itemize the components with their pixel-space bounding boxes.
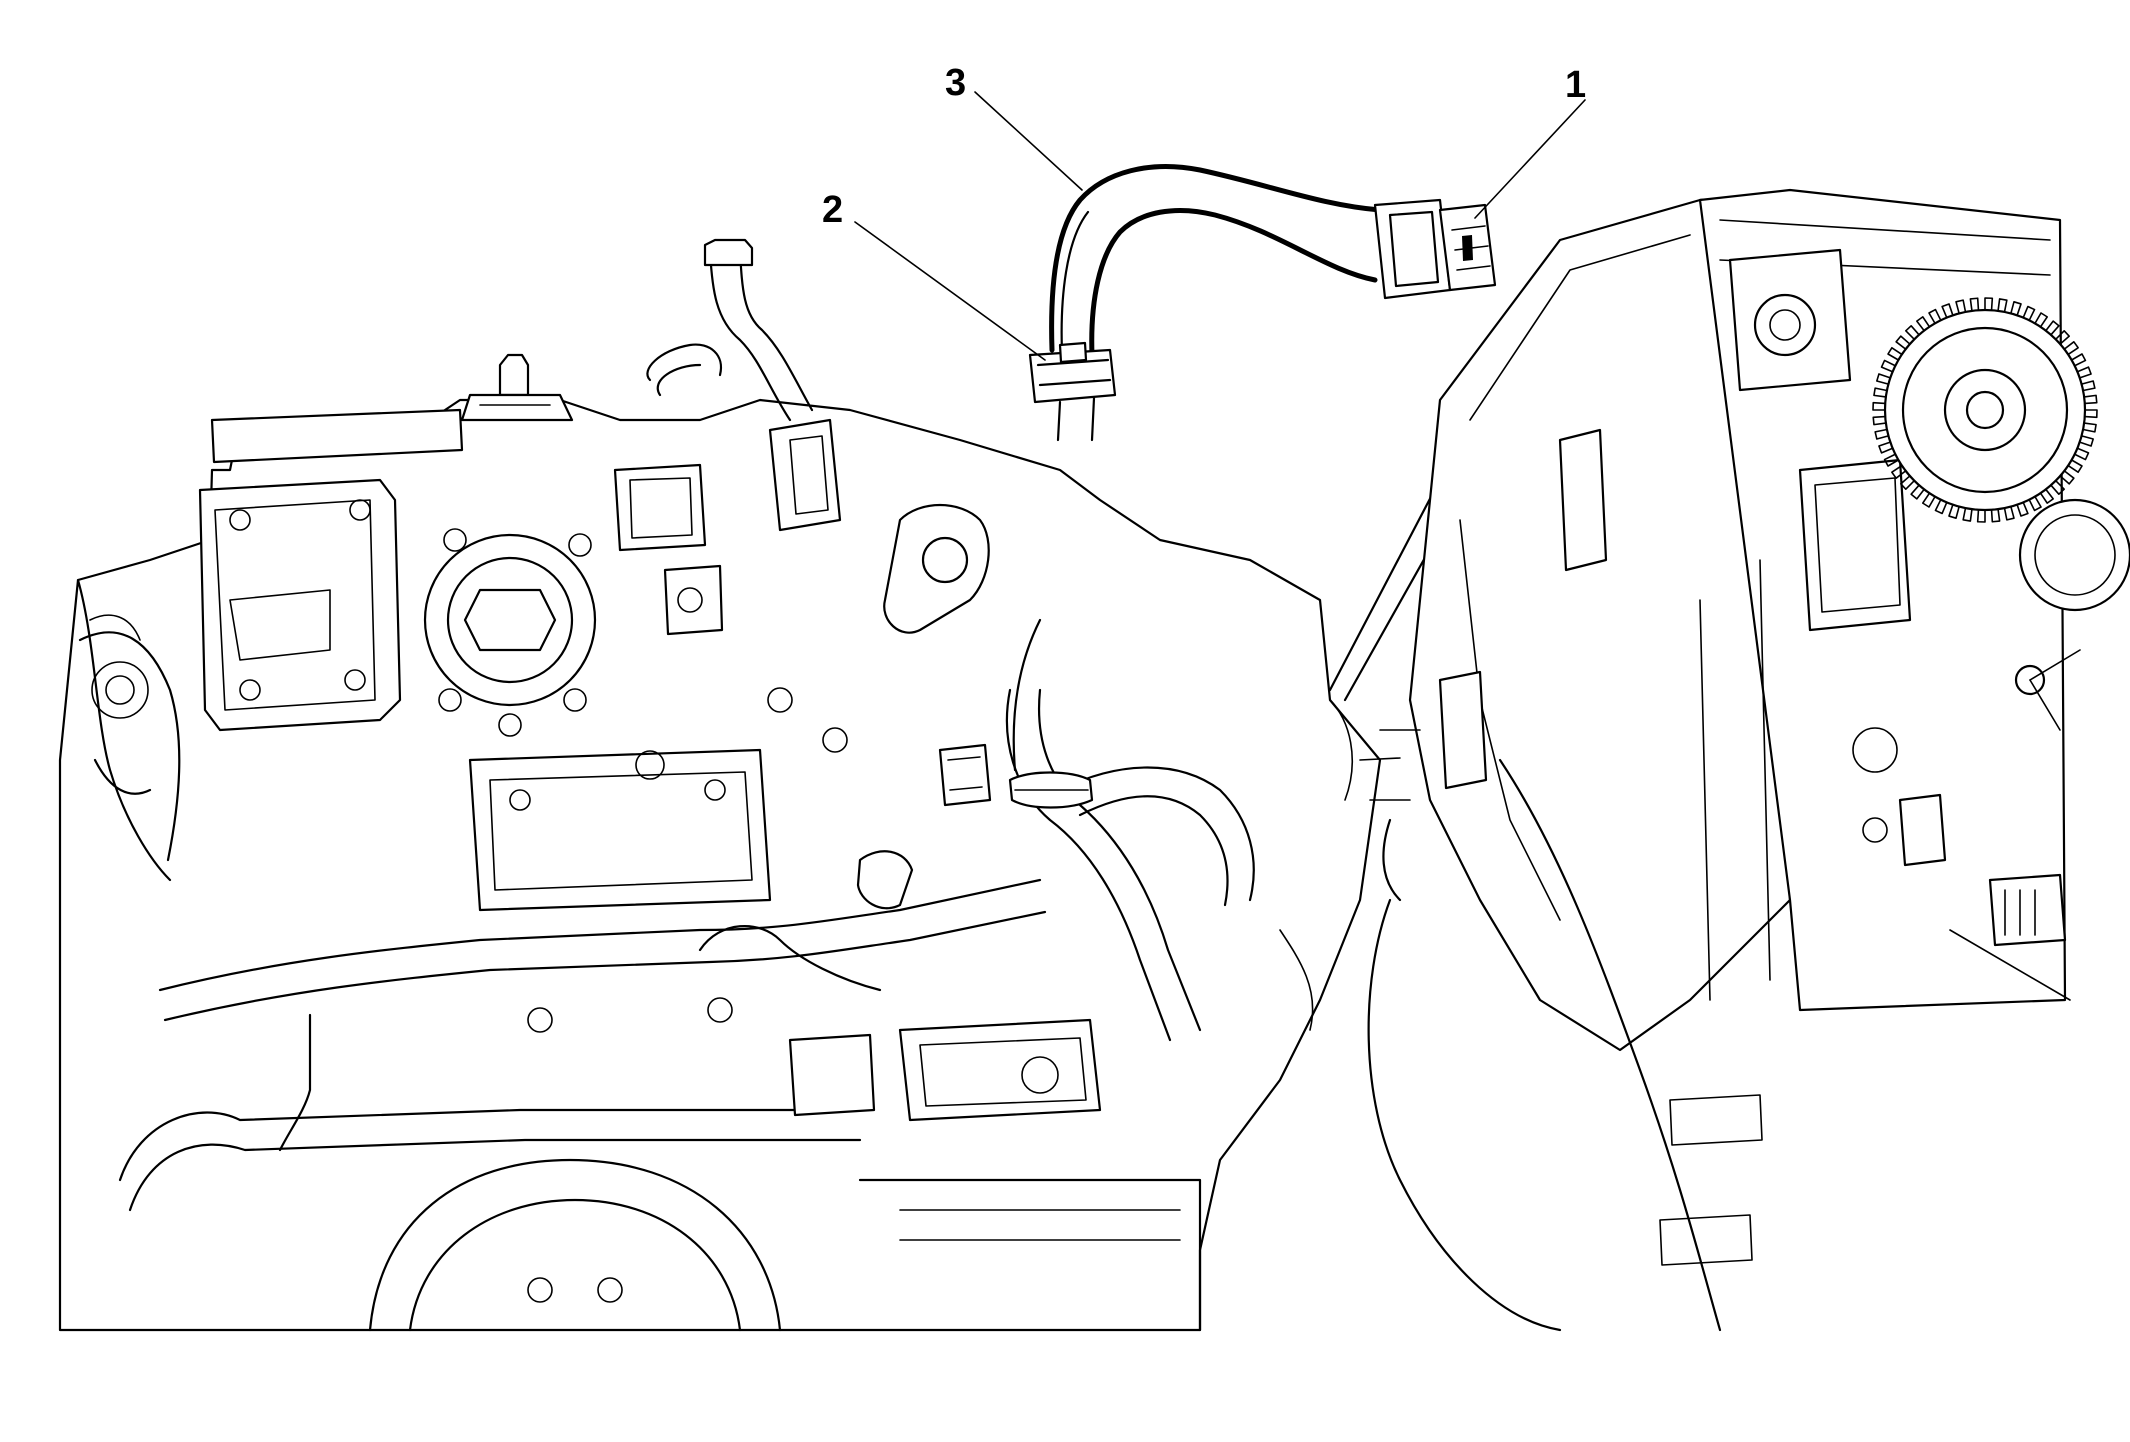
gear-tooth	[2073, 447, 2090, 461]
gear-tooth	[1887, 346, 1903, 361]
gear-tooth	[1948, 503, 1960, 519]
gear-tooth	[1905, 324, 1920, 341]
gear-tooth	[1891, 464, 1907, 479]
gear-tooth	[2083, 409, 2098, 419]
gear-tooth	[1872, 415, 1887, 426]
gear-tooth	[2039, 488, 2054, 504]
engine-assembly	[58, 238, 1382, 1332]
gear-tooth	[1955, 299, 1967, 315]
gear-tooth	[1969, 297, 1980, 312]
gear-tooth	[2059, 470, 2075, 485]
leader-1	[1474, 99, 1586, 219]
gear-tooth	[2080, 380, 2096, 392]
gear-tooth	[2082, 422, 2097, 433]
gear-tooth	[1990, 508, 2001, 523]
hose-clamp	[1028, 341, 1117, 442]
hose	[1049, 164, 1383, 358]
quick-connector	[1373, 198, 1497, 300]
gear-tooth	[1984, 297, 1994, 312]
callout-leaders	[854, 91, 1586, 361]
gear-tooth	[2070, 353, 2087, 367]
gear-tooth	[2067, 459, 2083, 474]
gear-tooth	[2003, 505, 2015, 521]
gear-tooth	[1899, 475, 1916, 490]
gear-tooth	[1921, 492, 1936, 508]
gear-tooth	[1876, 373, 1892, 385]
gear-tooth	[1910, 484, 1925, 500]
right-housing-assembly	[1328, 188, 2130, 1332]
gear-tooth	[1878, 441, 1894, 454]
gear-tooth	[1872, 401, 1887, 411]
gear-tooth	[1934, 498, 1948, 515]
callout-label-1: 1	[1565, 64, 1586, 106]
leader-2	[854, 221, 1046, 361]
gear-tooth	[2076, 366, 2092, 379]
gear-tooth	[1873, 387, 1888, 398]
gear-tooth	[1916, 316, 1931, 332]
gear-tooth	[2063, 341, 2079, 356]
gear-tooth	[1997, 298, 2008, 313]
gear-tooth	[1895, 335, 1911, 350]
gear-tooth	[2034, 312, 2049, 328]
gear-tooth	[1941, 303, 1954, 319]
gear-tooth	[1928, 308, 1942, 325]
gear-tooth	[2054, 330, 2071, 345]
gear-tooth	[1880, 359, 1897, 373]
gear-tooth	[2050, 479, 2065, 496]
gear-tooth	[1962, 507, 1973, 522]
gear-tooth	[1874, 428, 1890, 440]
gear-tooth	[2010, 301, 2022, 317]
gear-tooth	[2028, 495, 2042, 512]
callout-label-3: 3	[945, 62, 966, 104]
gear-tooth	[2022, 305, 2036, 322]
gear-tooth	[2045, 320, 2060, 336]
callout-label-2: 2	[822, 189, 843, 231]
gear-tooth	[1976, 508, 1986, 523]
gear-tooth	[2083, 394, 2098, 405]
gear-tooth	[2016, 501, 2029, 517]
gear-tooth	[2078, 435, 2094, 447]
gear-teeth	[1872, 297, 2098, 523]
leader-3	[974, 91, 1083, 191]
gear-tooth	[1883, 453, 1900, 467]
